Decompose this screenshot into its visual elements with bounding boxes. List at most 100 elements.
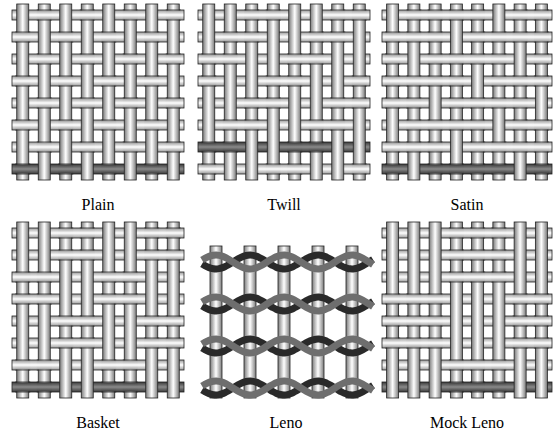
weft-float: [80, 250, 95, 259]
thread-edge: [406, 120, 421, 121]
warp-thread: [353, 4, 365, 180]
weft-thread: [198, 10, 370, 20]
weft-float: [513, 76, 528, 85]
thread-edge: [101, 370, 116, 371]
weft-float: [406, 120, 421, 129]
weft-float: [491, 250, 506, 259]
weft-float: [37, 360, 52, 369]
weft-float: [449, 120, 464, 129]
thread-edge: [406, 86, 421, 87]
thread-edge: [449, 20, 464, 21]
thread-edge: [470, 382, 485, 383]
thread-edge: [123, 370, 138, 371]
weft-float: [449, 76, 464, 85]
thread-edge: [406, 32, 421, 33]
thread-edge: [37, 54, 52, 55]
weft-float: [80, 316, 95, 325]
thread-edge: [201, 86, 216, 87]
weft-float: [144, 316, 159, 325]
weft-float: [101, 272, 116, 281]
thread-edge: [123, 142, 138, 143]
weft-float: [166, 98, 181, 107]
thread-edge: [144, 228, 159, 229]
weft-float: [244, 120, 259, 129]
weft-float: [123, 10, 138, 19]
weft-float: [470, 54, 485, 63]
weft-float: [287, 76, 302, 85]
thread-edge: [470, 120, 485, 121]
thread-edge: [534, 164, 549, 165]
weft-thread: [198, 54, 370, 64]
weft-float: [449, 250, 464, 259]
thread-edge: [266, 108, 281, 109]
weft-float: [58, 250, 73, 259]
thread-edge: [470, 392, 485, 393]
thread-edge: [37, 64, 52, 65]
thread-edge: [201, 54, 216, 55]
weft-float: [37, 54, 52, 63]
weft-float: [309, 120, 324, 129]
thread-edge: [385, 304, 400, 305]
warp-thread: [17, 222, 29, 398]
thread-edge: [470, 272, 485, 273]
thread-edge: [470, 130, 485, 131]
thread-edge: [144, 174, 159, 175]
weft-float: [428, 120, 443, 129]
thread-edge: [123, 382, 138, 383]
thread-edge: [37, 304, 52, 305]
thread-edge: [534, 142, 549, 143]
weft-float: [470, 32, 485, 41]
thread-edge: [266, 174, 281, 175]
thread-edge: [491, 152, 506, 153]
thread-edge: [123, 282, 138, 283]
thread-edge: [123, 152, 138, 153]
thread-edge: [449, 272, 464, 273]
twill-weave: [198, 4, 370, 180]
weft-float: [309, 142, 324, 151]
thread-edge: [80, 250, 95, 251]
weft-thread: [12, 164, 184, 174]
weft-thread: [12, 316, 184, 326]
weft-float: [287, 54, 302, 63]
thread-edge: [534, 304, 549, 305]
thread-edge: [166, 260, 181, 261]
weft-float: [470, 164, 485, 173]
thread-edge: [352, 164, 367, 165]
thread-edge: [470, 238, 485, 239]
weft-float: [330, 98, 345, 107]
weft-float: [287, 164, 302, 173]
thread-edge: [470, 260, 485, 261]
thread-edge: [385, 348, 400, 349]
weft-float: [449, 164, 464, 173]
thread-edge: [491, 174, 506, 175]
thread-edge: [201, 142, 216, 143]
weft-float: [428, 164, 443, 173]
thread-edge: [491, 98, 506, 99]
weft-thread: [382, 98, 552, 108]
warp-thread: [408, 222, 420, 398]
weft-thread: [382, 76, 552, 86]
weft-float: [144, 120, 159, 129]
thread-edge: [491, 32, 506, 33]
weave-label: Basket: [76, 414, 120, 432]
thread-edge: [534, 294, 549, 295]
thread-edge: [309, 64, 324, 65]
weft-float: [513, 32, 528, 41]
thread-edge: [15, 282, 30, 283]
thread-edge: [513, 316, 528, 317]
thread-edge: [166, 250, 181, 251]
weft-float: [223, 120, 238, 129]
thread-edge: [15, 304, 30, 305]
weft-float: [123, 294, 138, 303]
thread-edge: [37, 370, 52, 371]
weft-float: [513, 316, 528, 325]
thread-edge: [449, 370, 464, 371]
warp-thread: [450, 222, 462, 398]
thread-edge: [58, 86, 73, 87]
warp-thread: [387, 4, 399, 180]
thread-edge: [470, 360, 485, 361]
thread-edge: [123, 10, 138, 11]
thread-edge: [406, 294, 421, 295]
thread-edge: [123, 392, 138, 393]
